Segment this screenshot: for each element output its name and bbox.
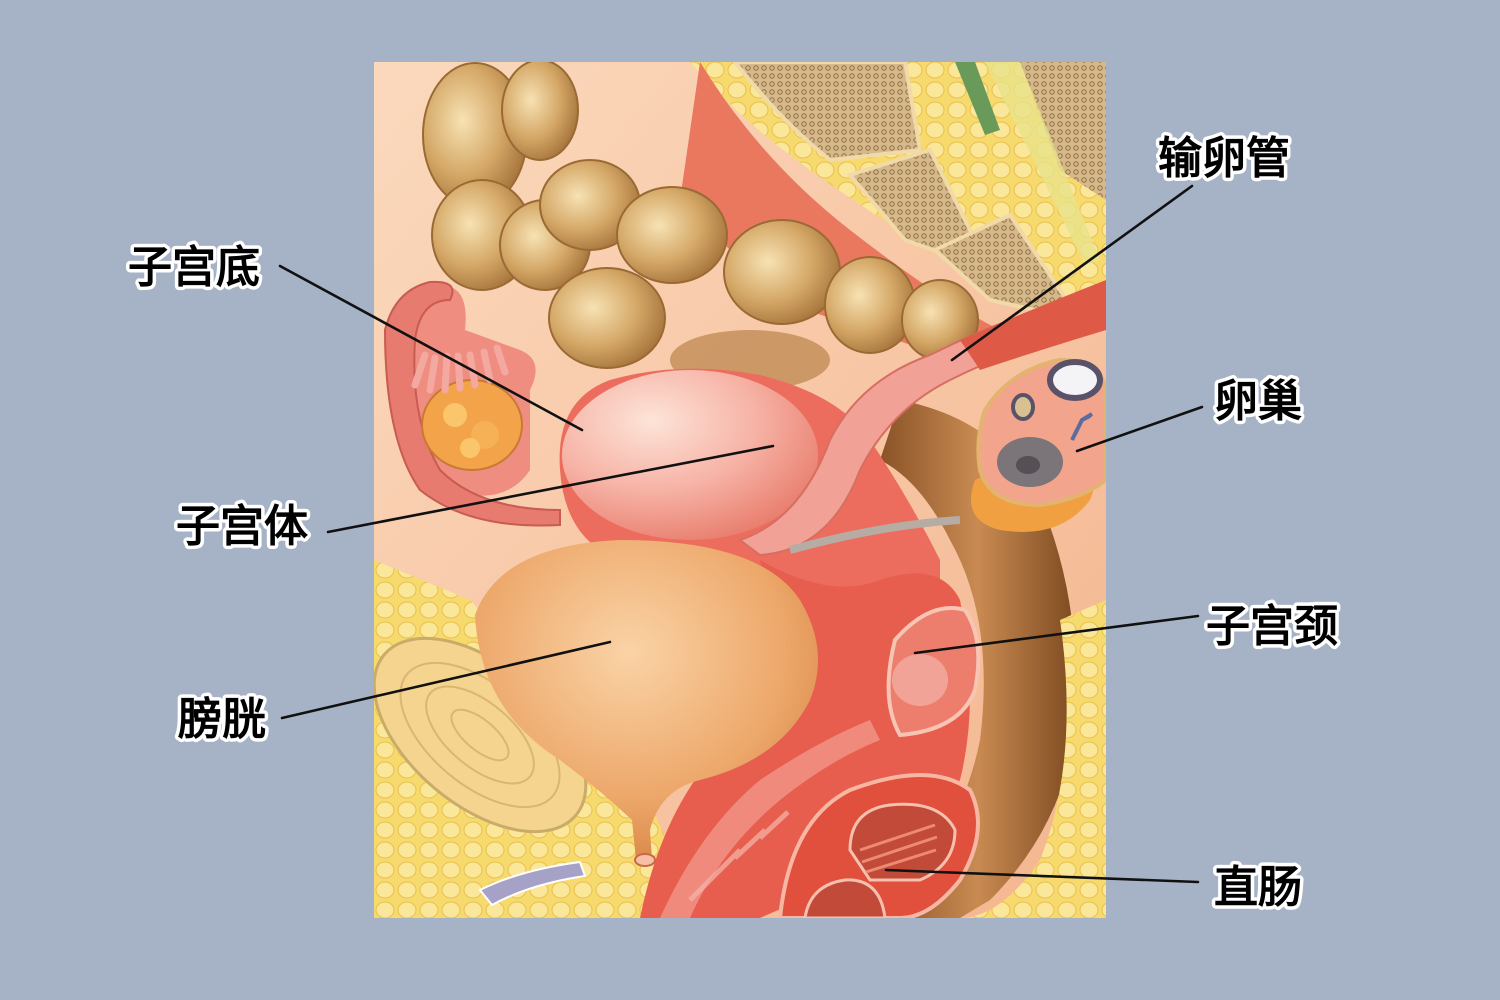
leader-line-rectum	[884, 868, 1200, 884]
label-uterine-body: 子宫体	[176, 501, 308, 552]
leader-line-cervix	[913, 614, 1200, 655]
rectum	[777, 773, 980, 918]
intestines	[422, 62, 979, 390]
label-cervix: 子宫颈	[1206, 601, 1338, 652]
label-rectum: 直肠	[1214, 862, 1302, 913]
leader-line-bladder	[280, 640, 612, 720]
sacrum	[690, 62, 1106, 330]
uterus	[559, 280, 1106, 650]
leader-line-uterine-fundus	[278, 264, 584, 432]
anatomy-illustration	[374, 62, 1106, 918]
right-ovary	[970, 357, 1106, 532]
left-adnexa	[383, 280, 561, 527]
bladder	[475, 540, 818, 867]
leader-line-fallopian-tube	[950, 184, 1194, 362]
label-ovary: 卵巢	[1214, 376, 1302, 427]
leader-line-uterine-body	[326, 444, 775, 534]
label-fallopian-tube: 输卵管	[1158, 133, 1290, 184]
cervix	[886, 606, 981, 738]
label-bladder: 膀胱	[177, 694, 266, 745]
leader-line-ovary	[1075, 405, 1204, 453]
label-uterine-fundus: 子宫底	[128, 242, 260, 293]
